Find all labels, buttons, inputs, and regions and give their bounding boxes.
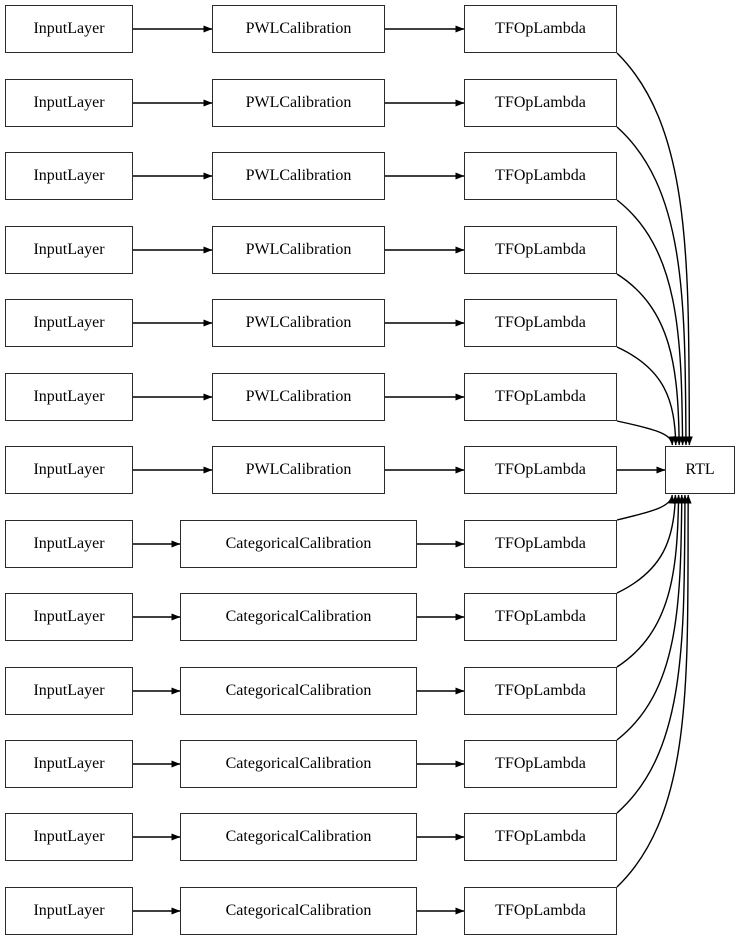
node-input-layer-6[interactable]: InputLayer [5, 446, 133, 494]
node-calibration-9[interactable]: CategoricalCalibration [180, 667, 417, 715]
node-lambda-10-label: TFOpLambda [495, 755, 586, 772]
node-calibration-0-label: PWLCalibration [245, 20, 352, 37]
node-calibration-12-label: CategoricalCalibration [225, 902, 372, 919]
node-calibration-7[interactable]: CategoricalCalibration [180, 520, 417, 568]
node-input-layer-0[interactable]: InputLayer [5, 5, 133, 53]
node-calibration-1[interactable]: PWLCalibration [212, 79, 385, 127]
node-input-layer-11[interactable]: InputLayer [5, 813, 133, 861]
node-output-rtl[interactable]: RTL [665, 446, 735, 494]
node-calibration-11-label: CategoricalCalibration [225, 828, 372, 845]
node-input-layer-0-label: InputLayer [33, 20, 105, 37]
node-input-layer-6-label: InputLayer [33, 461, 105, 478]
node-lambda-5-label: TFOpLambda [495, 388, 586, 405]
node-input-layer-9[interactable]: InputLayer [5, 667, 133, 715]
node-lambda-0-label: TFOpLambda [495, 20, 586, 37]
node-lambda-1[interactable]: TFOpLambda [464, 79, 617, 127]
node-calibration-12[interactable]: CategoricalCalibration [180, 887, 417, 935]
node-lambda-1-label: TFOpLambda [495, 94, 586, 111]
node-lambda-12-label: TFOpLambda [495, 902, 586, 919]
node-calibration-7-label: CategoricalCalibration [225, 535, 372, 552]
node-calibration-4[interactable]: PWLCalibration [212, 299, 385, 347]
node-calibration-2[interactable]: PWLCalibration [212, 152, 385, 200]
node-lambda-2[interactable]: TFOpLambda [464, 152, 617, 200]
node-calibration-8[interactable]: CategoricalCalibration [180, 593, 417, 641]
node-lambda-6[interactable]: TFOpLambda [464, 446, 617, 494]
node-lambda-3[interactable]: TFOpLambda [464, 226, 617, 274]
node-lambda-9[interactable]: TFOpLambda [464, 667, 617, 715]
node-input-layer-1[interactable]: InputLayer [5, 79, 133, 127]
node-calibration-2-label: PWLCalibration [245, 167, 352, 184]
node-input-layer-3-label: InputLayer [33, 241, 105, 258]
node-calibration-6-label: PWLCalibration [245, 461, 352, 478]
node-lambda-12[interactable]: TFOpLambda [464, 887, 617, 935]
node-lambda-4-label: TFOpLambda [495, 314, 586, 331]
node-lambda-3-label: TFOpLambda [495, 241, 586, 258]
node-lambda-11[interactable]: TFOpLambda [464, 813, 617, 861]
node-calibration-5-label: PWLCalibration [245, 388, 352, 405]
node-input-layer-8-label: InputLayer [33, 608, 105, 625]
node-calibration-1-label: PWLCalibration [245, 94, 352, 111]
node-input-layer-2[interactable]: InputLayer [5, 152, 133, 200]
node-lambda-2-label: TFOpLambda [495, 167, 586, 184]
node-input-layer-1-label: InputLayer [33, 94, 105, 111]
node-lambda-4[interactable]: TFOpLambda [464, 299, 617, 347]
node-lambda-7-label: TFOpLambda [495, 535, 586, 552]
node-lambda-5[interactable]: TFOpLambda [464, 373, 617, 421]
node-calibration-4-label: PWLCalibration [245, 314, 352, 331]
node-lambda-7[interactable]: TFOpLambda [464, 520, 617, 568]
node-input-layer-9-label: InputLayer [33, 682, 105, 699]
node-lambda-8[interactable]: TFOpLambda [464, 593, 617, 641]
node-lambda-6-label: TFOpLambda [495, 461, 586, 478]
node-output-rtl-label: RTL [685, 461, 715, 478]
node-input-layer-4[interactable]: InputLayer [5, 299, 133, 347]
node-input-layer-7[interactable]: InputLayer [5, 520, 133, 568]
node-input-layer-5-label: InputLayer [33, 388, 105, 405]
node-calibration-3-label: PWLCalibration [245, 241, 352, 258]
node-calibration-10[interactable]: CategoricalCalibration [180, 740, 417, 788]
node-calibration-11[interactable]: CategoricalCalibration [180, 813, 417, 861]
node-input-layer-12-label: InputLayer [33, 902, 105, 919]
node-lambda-0[interactable]: TFOpLambda [464, 5, 617, 53]
node-lambda-11-label: TFOpLambda [495, 828, 586, 845]
node-input-layer-2-label: InputLayer [33, 167, 105, 184]
node-calibration-8-label: CategoricalCalibration [225, 608, 372, 625]
node-calibration-6[interactable]: PWLCalibration [212, 446, 385, 494]
node-lambda-9-label: TFOpLambda [495, 682, 586, 699]
node-lambda-8-label: TFOpLambda [495, 608, 586, 625]
node-input-layer-3[interactable]: InputLayer [5, 226, 133, 274]
node-input-layer-4-label: InputLayer [33, 314, 105, 331]
node-input-layer-8[interactable]: InputLayer [5, 593, 133, 641]
node-calibration-5[interactable]: PWLCalibration [212, 373, 385, 421]
node-calibration-10-label: CategoricalCalibration [225, 755, 372, 772]
node-calibration-3[interactable]: PWLCalibration [212, 226, 385, 274]
node-calibration-9-label: CategoricalCalibration [225, 682, 372, 699]
node-input-layer-10-label: InputLayer [33, 755, 105, 772]
node-calibration-0[interactable]: PWLCalibration [212, 5, 385, 53]
node-lambda-10[interactable]: TFOpLambda [464, 740, 617, 788]
node-input-layer-12[interactable]: InputLayer [5, 887, 133, 935]
node-input-layer-5[interactable]: InputLayer [5, 373, 133, 421]
node-input-layer-7-label: InputLayer [33, 535, 105, 552]
node-input-layer-10[interactable]: InputLayer [5, 740, 133, 788]
node-input-layer-11-label: InputLayer [33, 828, 105, 845]
